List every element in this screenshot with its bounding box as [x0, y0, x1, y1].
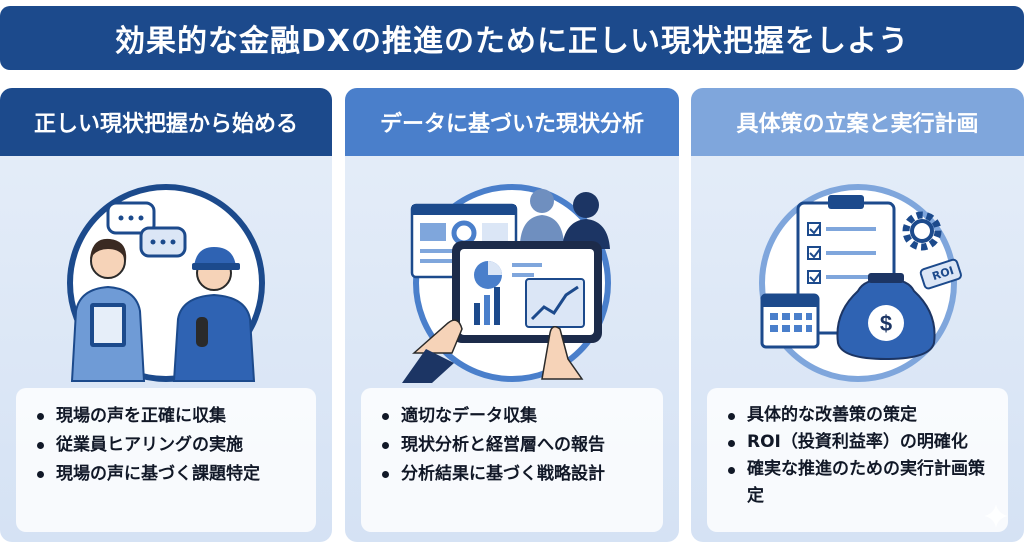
list-item: 分析結果に基づく戦略設計 [379, 460, 649, 489]
list-item: ROI（投資利益率）の明確化 [725, 429, 994, 456]
page-title: 効果的な金融DXの推進のために正しい現状把握をしよう [114, 24, 910, 59]
list-item: 具体的な改善策の策定 [725, 402, 994, 429]
bullet-list: 具体的な改善策の策定 ROI（投資利益率）の明確化 確実な推進のための実行計画策… [707, 388, 1008, 532]
list-item: 現場の声に基づく課題特定 [34, 460, 302, 489]
sparkle-icon [984, 504, 1008, 528]
panel-data-analysis: データに基づいた現状分析 [345, 88, 679, 542]
panel-current-state: 正しい現状把握から始める 現場の声を正確に収集 従業員ヒアリングの実施 [0, 88, 332, 542]
panel-heading: 正しい現状把握から始める [0, 88, 332, 156]
data-analysis-illustration-icon [392, 183, 632, 383]
list-item: 確実な推進のための実行計画策定 [725, 456, 994, 510]
bullet-list: 適切なデータ収集 現状分析と経営層への報告 分析結果に基づく戦略設計 [361, 388, 663, 532]
planning-illustration-icon: $ ROI [738, 183, 978, 383]
list-item: 現状分析と経営層への報告 [379, 431, 649, 460]
list-item: 現場の声を正確に収集 [34, 402, 302, 431]
interview-illustration-icon [46, 183, 286, 383]
title-banner: 効果的な金融DXの推進のために正しい現状把握をしよう [0, 6, 1024, 70]
bullet-list: 現場の声を正確に収集 従業員ヒアリングの実施 現場の声に基づく課題特定 [16, 388, 316, 532]
list-item: 従業員ヒアリングの実施 [34, 431, 302, 460]
panel-heading: データに基づいた現状分析 [345, 88, 679, 156]
list-item: 適切なデータ収集 [379, 402, 649, 431]
panel-heading: 具体策の立案と実行計画 [691, 88, 1024, 156]
svg-text:$: $ [879, 311, 891, 336]
panel-action-plan: 具体策の立案と実行計画 [691, 88, 1024, 542]
